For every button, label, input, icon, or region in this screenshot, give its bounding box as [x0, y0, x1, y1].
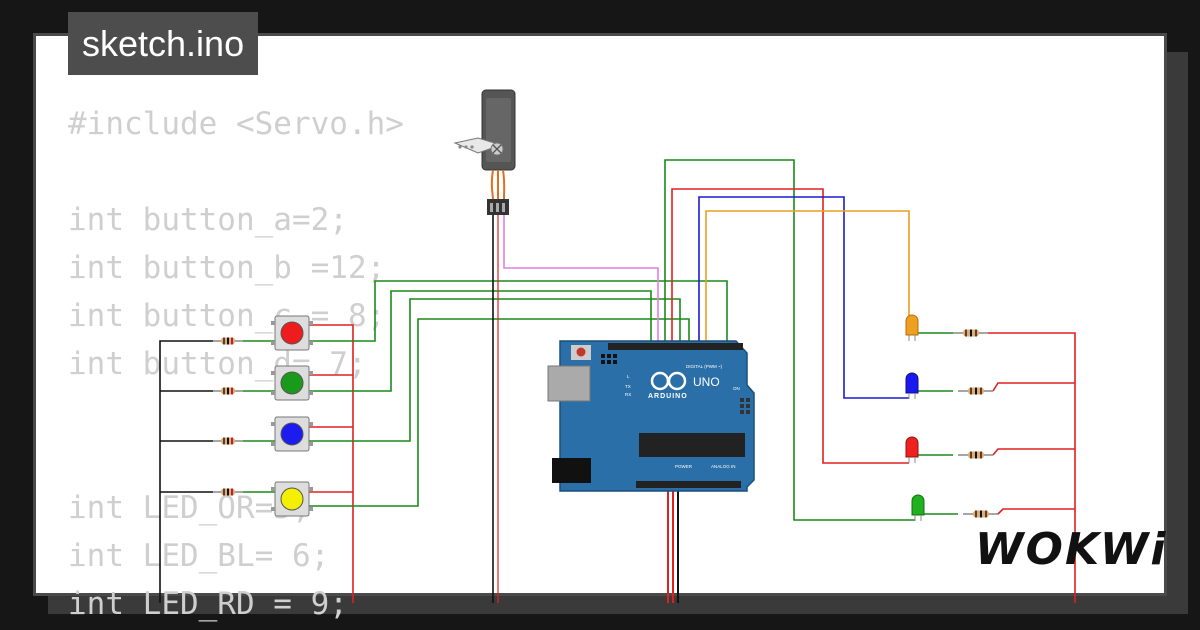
code-line: int LED_RD = 9;: [68, 586, 348, 622]
pushbutton-green[interactable]: [271, 365, 313, 401]
wokwi-logo: WOKWi: [975, 524, 1168, 575]
led-wire-green: [664, 159, 915, 521]
board-brand-label: UNO: [693, 375, 720, 389]
code-line: int button_d= 7;: [68, 346, 367, 382]
usb-port: [547, 365, 591, 402]
on-label: ON: [733, 386, 740, 391]
code-line: int button_a=2;: [68, 202, 348, 238]
resistors-right: [953, 329, 998, 518]
pushbutton-yellow[interactable]: [271, 481, 313, 517]
circuit-diagram: UNO ARDUINO DIGITAL (PWM ~) POWER ANALOG…: [159, 89, 1076, 603]
led-red[interactable]: [905, 436, 919, 463]
servo-signal-wire: [503, 215, 659, 348]
resistor: [213, 387, 243, 395]
resistor: [213, 488, 243, 496]
tx-label: TX: [625, 384, 631, 389]
rx-label: RX: [625, 392, 631, 397]
reset-button-icon: [576, 347, 586, 357]
led-orange[interactable]: [905, 314, 919, 341]
power-jack: [552, 458, 591, 483]
pushbutton-red[interactable]: [271, 315, 313, 351]
arduino-uno-board[interactable]: UNO ARDUINO DIGITAL (PWM ~) POWER ANALOG…: [547, 340, 755, 492]
preview-card: #include <Servo.h> int button_a=2;int bu…: [33, 33, 1167, 622]
vcc-wire: [308, 324, 354, 603]
led-wire-blue: [698, 196, 909, 399]
led-wire-orange: [705, 210, 910, 348]
button-signal-wire: [308, 280, 728, 348]
resistor: [213, 437, 243, 445]
analog-label: ANALOG IN: [711, 464, 736, 469]
resistors-left: [213, 337, 275, 496]
resistor: [953, 329, 988, 337]
resistor: [958, 387, 993, 395]
pushbutton-blue[interactable]: [271, 416, 313, 452]
led-blue[interactable]: [905, 372, 919, 399]
sketch-title: sketch.ino: [68, 12, 259, 75]
board-maker-label: ARDUINO: [648, 393, 688, 400]
resistor: [963, 510, 998, 518]
led-green[interactable]: [911, 494, 925, 521]
button-signal-wire: [308, 318, 690, 507]
led-wire-red: [671, 188, 909, 464]
resistor: [958, 451, 993, 459]
code-line: #include <Servo.h>: [68, 106, 404, 142]
code-line: int LED_BL= 6;: [68, 538, 330, 574]
mcu-chip: [639, 433, 745, 457]
button-signal-wire: [308, 290, 652, 392]
code-listing: #include <Servo.h> int button_a=2;int bu…: [68, 100, 404, 628]
digital-label: DIGITAL (PWM ~): [686, 364, 723, 369]
button-signal-wire: [308, 298, 681, 442]
code-line: int button_c = 8;: [68, 298, 386, 334]
l-label: L: [627, 374, 630, 379]
power-label: POWER: [675, 464, 693, 469]
code-line: int button_b =12;: [68, 250, 386, 286]
servo-motor[interactable]: [453, 89, 516, 215]
gnd-wire: [159, 340, 213, 603]
resistor: [213, 337, 243, 345]
